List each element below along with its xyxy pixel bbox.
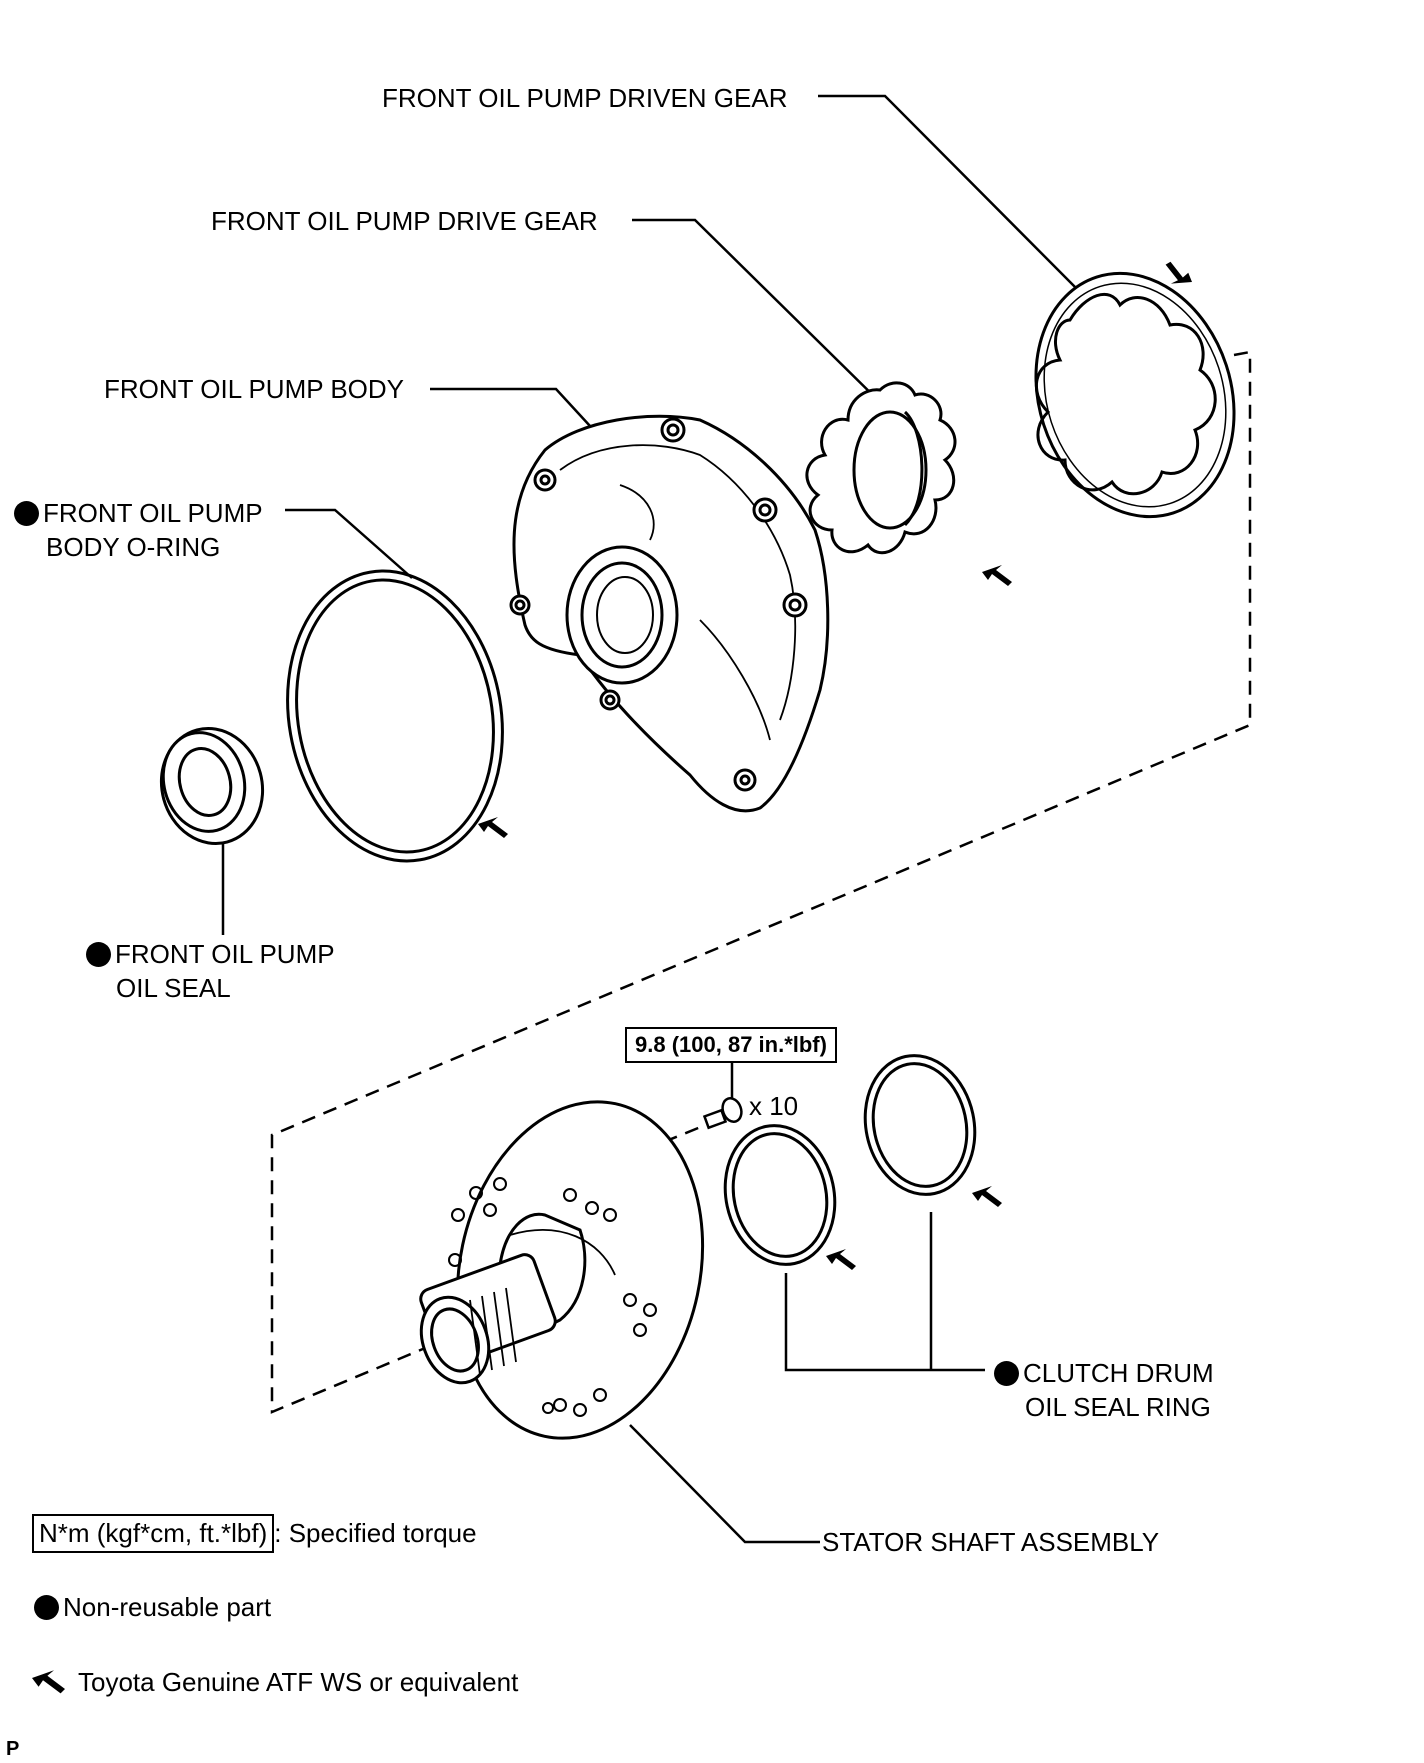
- bolt: [702, 1097, 743, 1130]
- clutch-drum-seal-ring-2: [863, 1054, 977, 1196]
- label-driven-gear: FRONT OIL PUMP DRIVEN GEAR: [382, 83, 788, 113]
- oil-seal: [159, 727, 265, 845]
- legend-arrow-icon: [32, 1670, 65, 1694]
- label-clutch-seal-2: OIL SEAL RING: [1025, 1392, 1211, 1422]
- legend-torque-box: N*m (kgf*cm, ft.*lbf): [32, 1514, 275, 1553]
- atf-arrow-icon: [982, 565, 1012, 586]
- atf-arrow-icon: [826, 1249, 856, 1270]
- legend-torque: N*m (kgf*cm, ft.*lbf): Specified torque: [32, 1514, 477, 1553]
- drive-gear: [805, 381, 957, 555]
- nonreusable-dot-icon: [14, 501, 39, 526]
- atf-arrow-icon: [478, 817, 508, 838]
- atf-arrow-icon: [1161, 260, 1196, 289]
- legend-nonreusable: Non-reusable part: [34, 1591, 271, 1624]
- stator-shaft: [419, 1100, 705, 1440]
- label-o-ring: FRONT OIL PUMP: [14, 497, 263, 530]
- label-drive-gear: FRONT OIL PUMP DRIVE GEAR: [211, 206, 598, 236]
- pump-body-o-ring: [286, 569, 504, 863]
- page-code: P: [6, 1738, 20, 1760]
- clutch-drum-seal-ring-1: [723, 1124, 837, 1266]
- leader-stator: [629, 1424, 820, 1544]
- bolt-count: x 10: [749, 1091, 799, 1121]
- nonreusable-dot-icon: [994, 1361, 1019, 1386]
- atf-arrow-icon: [972, 1186, 1002, 1207]
- label-stator: STATOR SHAFT ASSEMBLY: [822, 1527, 1160, 1557]
- leader-oring: [285, 508, 413, 579]
- label-oil-seal-2: OIL SEAL: [116, 973, 231, 1003]
- pump-body: [509, 414, 830, 813]
- nonreusable-dot-icon: [34, 1595, 59, 1620]
- label-clutch-seal: CLUTCH DRUM: [994, 1357, 1214, 1390]
- label-oil-seal: FRONT OIL PUMP: [86, 938, 335, 971]
- legend-atf: Toyota Genuine ATF WS or equivalent: [78, 1667, 519, 1697]
- leader-clutch-seal: [784, 1273, 985, 1372]
- label-pump-body: FRONT OIL PUMP BODY: [104, 374, 405, 404]
- driven-gear: [1034, 271, 1236, 519]
- leader-drive-gear: [632, 218, 891, 413]
- label-o-ring-2: BODY O-RING: [46, 532, 221, 562]
- nonreusable-dot-icon: [86, 942, 111, 967]
- torque-spec-box: 9.8 (100, 87 in.*lbf): [625, 1027, 837, 1063]
- leader-pump-body: [430, 387, 591, 427]
- leader-driven-gear: [818, 94, 1081, 293]
